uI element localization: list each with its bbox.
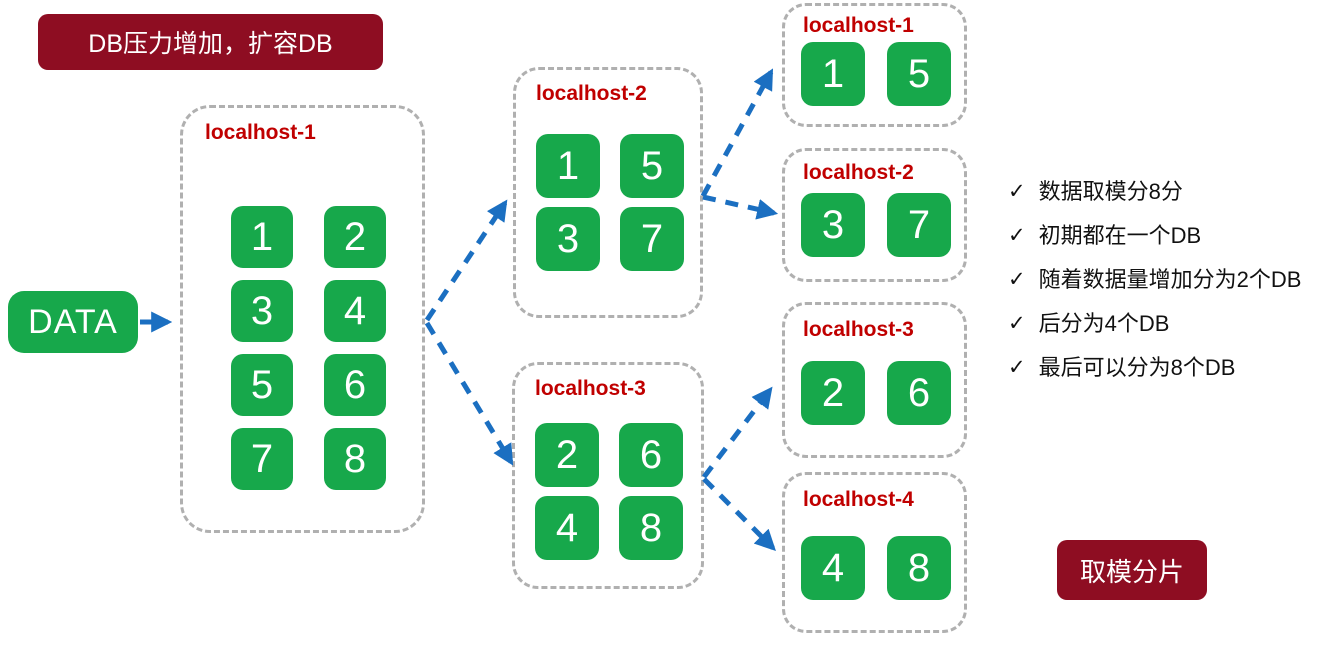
data-node: DATA — [8, 291, 138, 353]
arrow-localhost3-to-r4 — [702, 477, 776, 551]
note-text: 最后可以分为8个DB — [1038, 355, 1236, 380]
host-stage3-localhost-2: localhost-2 3 7 — [782, 148, 967, 282]
host-title: localhost-4 — [803, 488, 914, 511]
shard-box: 8 — [619, 496, 683, 560]
shard-box: 7 — [620, 207, 684, 271]
shard-grid: 1 5 — [801, 42, 951, 106]
note-text: 初期都在一个DB — [1038, 223, 1202, 248]
note-item: ✓ 随着数据量增加分为2个DB — [1008, 268, 1323, 292]
arrow-stage1-to-localhost2 — [424, 199, 508, 322]
arrow-localhost3-to-r3 — [702, 386, 773, 479]
note-text: 后分为4个DB — [1038, 311, 1170, 336]
host-title: localhost-1 — [803, 14, 914, 37]
shard-grid: 2 6 4 8 — [535, 423, 683, 560]
shard-box: 1 — [801, 42, 865, 106]
shard-box: 4 — [324, 280, 386, 342]
arrow-stage1-to-localhost3 — [424, 321, 514, 466]
shard-box: 6 — [324, 354, 386, 416]
shard-grid: 1 5 3 7 — [536, 134, 684, 271]
check-icon: ✓ — [1008, 312, 1026, 335]
host-stage3-localhost-4: localhost-4 4 8 — [782, 472, 967, 633]
banner-modulo-sharding: 取模分片 — [1057, 540, 1207, 600]
shard-box: 4 — [535, 496, 599, 560]
shard-box: 8 — [324, 428, 386, 490]
shard-box: 6 — [619, 423, 683, 487]
shard-box: 5 — [620, 134, 684, 198]
shard-box: 5 — [887, 42, 951, 106]
shard-grid: 4 8 — [801, 536, 951, 600]
note-text: 随着数据量增加分为2个DB — [1038, 267, 1302, 292]
host-title: localhost-1 — [205, 121, 316, 144]
check-icon: ✓ — [1008, 356, 1026, 379]
note-item: ✓ 最后可以分为8个DB — [1008, 356, 1323, 380]
note-item: ✓ 初期都在一个DB — [1008, 224, 1323, 248]
shard-box: 6 — [887, 361, 951, 425]
host-title: localhost-2 — [536, 82, 647, 105]
arrow-localhost2-to-r2 — [702, 194, 779, 220]
shard-grid: 1 2 3 4 5 6 7 8 — [231, 206, 386, 490]
shard-box: 5 — [231, 354, 293, 416]
shard-box: 3 — [801, 193, 865, 257]
note-item: ✓ 数据取模分8分 — [1008, 180, 1323, 204]
shard-grid: 3 7 — [801, 193, 951, 257]
shard-box: 7 — [231, 428, 293, 490]
notes-list: ✓ 数据取模分8分 ✓ 初期都在一个DB ✓ 随着数据量增加分为2个DB ✓ 后… — [1008, 180, 1323, 400]
note-text: 数据取模分8分 — [1038, 179, 1183, 204]
check-icon: ✓ — [1008, 268, 1026, 291]
arrow-localhost2-to-r1 — [700, 68, 774, 198]
host-title: localhost-3 — [803, 318, 914, 341]
host-title: localhost-3 — [535, 377, 646, 400]
shard-box: 3 — [536, 207, 600, 271]
shard-box: 2 — [324, 206, 386, 268]
host-stage2-localhost-2: localhost-2 1 5 3 7 — [513, 67, 703, 318]
shard-box: 7 — [887, 193, 951, 257]
shard-box: 8 — [887, 536, 951, 600]
host-stage3-localhost-1: localhost-1 1 5 — [782, 3, 967, 127]
shard-box: 2 — [801, 361, 865, 425]
shard-box: 3 — [231, 280, 293, 342]
host-stage3-localhost-3: localhost-3 2 6 — [782, 302, 967, 458]
shard-box: 1 — [536, 134, 600, 198]
host-title: localhost-2 — [803, 161, 914, 184]
check-icon: ✓ — [1008, 224, 1026, 247]
host-stage1-localhost-1: localhost-1 1 2 3 4 5 6 7 8 — [180, 105, 425, 533]
note-item: ✓ 后分为4个DB — [1008, 312, 1323, 336]
host-stage2-localhost-3: localhost-3 2 6 4 8 — [512, 362, 704, 589]
shard-box: 2 — [535, 423, 599, 487]
shard-grid: 2 6 — [801, 361, 951, 425]
shard-box: 1 — [231, 206, 293, 268]
shard-box: 4 — [801, 536, 865, 600]
check-icon: ✓ — [1008, 180, 1026, 203]
banner-db-expand: DB压力增加，扩容DB — [38, 14, 383, 70]
